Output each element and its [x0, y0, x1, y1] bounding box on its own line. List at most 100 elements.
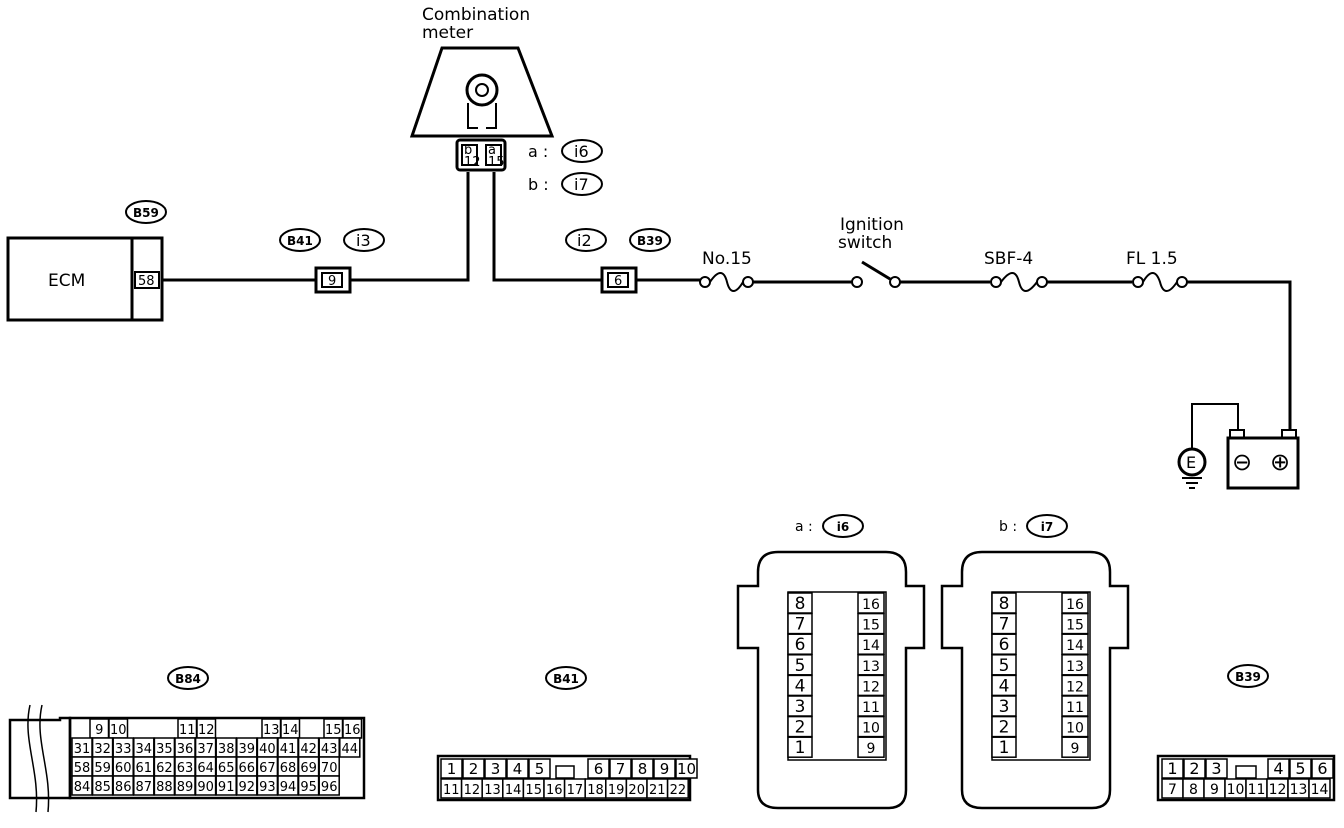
b39-pin-14: 14 — [1311, 782, 1329, 798]
fl-label: FL 1.5 — [1126, 249, 1178, 269]
meter-pin-a: a — [488, 143, 496, 158]
b39-pin-9: 9 — [1210, 782, 1219, 798]
b41-pin-10: 10 — [677, 760, 696, 778]
meter-pin-b: b — [464, 143, 472, 158]
i7-pin-2: 2 — [999, 718, 1010, 738]
i7-pin-6: 6 — [999, 635, 1010, 655]
b84-pin-35: 35 — [156, 742, 173, 757]
meter-pin-a-number: 15 — [488, 155, 505, 170]
b41-i3-connector — [314, 266, 352, 294]
b84-pin-65: 65 — [218, 761, 235, 776]
i7-pin-14: 14 — [1066, 638, 1084, 654]
b41-pin-7-box — [609, 758, 632, 779]
b39-shell — [1156, 754, 1336, 802]
b39-pin-13: 13 — [1290, 782, 1308, 798]
meter-a-connector-id: i6 — [574, 142, 589, 161]
ecm-pin-58: 58 — [138, 274, 155, 289]
i6-pin-1: 1 — [795, 738, 806, 758]
check-engine-lamp-icon — [465, 73, 499, 129]
b84-pin-15: 15 — [325, 723, 342, 738]
b84-pin-93: 93 — [259, 780, 276, 795]
b39-key-notch — [1235, 765, 1257, 779]
b84-pin-42: 42 — [300, 742, 317, 757]
battery-pos-icon: ⊕ — [1270, 448, 1290, 476]
b84-pin-40: 40 — [259, 742, 276, 757]
b84-pin-96: 96 — [321, 780, 338, 795]
b84-pin-69: 69 — [300, 761, 317, 776]
b84-pin-67: 67 — [259, 761, 276, 776]
i7-pin-10: 10 — [1066, 721, 1084, 737]
b84-pin-91: 91 — [218, 780, 235, 795]
b84-pin-16: 16 — [344, 723, 361, 738]
b84-pin-11: 11 — [179, 723, 196, 738]
b84-pin-41: 41 — [280, 742, 297, 757]
i7-shell — [940, 550, 1130, 810]
ecm-pin-box — [134, 271, 160, 289]
ignition-switch-label-line1: Ignition — [840, 215, 904, 235]
b41-pin-13: 13 — [484, 783, 501, 798]
b41-pin-2: 2 — [469, 760, 479, 778]
b84-pin-37: 37 — [197, 742, 214, 757]
i7-pin-3: 3 — [999, 697, 1010, 717]
b84-pin-9: 9 — [95, 723, 103, 738]
i6-pin-3: 3 — [795, 697, 806, 717]
b41-pin-9: 9 — [660, 760, 670, 778]
b84-shell — [68, 716, 366, 800]
b39-pin-2: 2 — [1189, 759, 1199, 778]
b41-badge — [279, 228, 321, 252]
b84-pin-94: 94 — [280, 780, 297, 795]
b84-pin-60: 60 — [115, 761, 132, 776]
combination-meter-body — [409, 46, 555, 138]
b41-pin-5: 5 — [535, 760, 545, 778]
b39-pin-4: 4 — [1273, 759, 1283, 778]
i6-pin-8: 8 — [795, 594, 806, 614]
meter-a-key: a : — [528, 142, 548, 161]
b39-title: B39 — [1235, 670, 1261, 684]
b84-pin-66: 66 — [239, 761, 256, 776]
b41-pin-21: 21 — [649, 783, 666, 798]
i7-pin-12: 12 — [1066, 679, 1084, 695]
i7-pin-8: 8 — [999, 594, 1010, 614]
b84-pin-90: 90 — [197, 780, 214, 795]
i2-b39-pin-box — [607, 272, 629, 288]
b84-pin-64: 64 — [197, 761, 214, 776]
i6-pin-16: 16 — [862, 597, 880, 613]
b84-pin-12: 12 — [198, 723, 215, 738]
i6-pin-11: 11 — [862, 700, 880, 716]
meter-connector: b 12 a 15 — [455, 138, 507, 172]
i7-key: b : — [999, 519, 1017, 535]
i6-pin-4: 4 — [795, 676, 806, 696]
b84-pin-32: 32 — [94, 742, 111, 757]
b84-pin-34: 34 — [136, 742, 153, 757]
b39-pin-6: 6 — [1317, 759, 1327, 778]
b84-pin-14: 14 — [282, 723, 299, 738]
battery-neg-icon: ⊖ — [1232, 448, 1252, 476]
i6-title: i6 — [837, 520, 849, 534]
b39-pin-3: 3 — [1211, 759, 1221, 778]
meter-a-badge — [561, 139, 603, 163]
b84-pin-89: 89 — [177, 780, 194, 795]
b84-pin-63: 63 — [177, 761, 194, 776]
b84-pin-92: 92 — [239, 780, 256, 795]
b39-pin-7: 7 — [1168, 782, 1177, 798]
i7-title: i7 — [1041, 520, 1053, 534]
fuse-no15-icon — [699, 272, 754, 292]
i7-pin-9: 9 — [1071, 741, 1080, 757]
b41-pin-16: 16 — [546, 783, 563, 798]
b41-pin-20: 20 — [628, 783, 645, 798]
i7-pin-1-box — [991, 736, 1017, 758]
b41-pin-10-box — [675, 758, 698, 779]
i6-pin-5: 5 — [795, 656, 806, 676]
i7-pin-1: 1 — [999, 738, 1010, 758]
b41-pin-11: 11 — [443, 783, 460, 798]
b39-pin-10: 10 — [1227, 782, 1245, 798]
i2-badge — [565, 228, 607, 252]
b41-connector-id: B41 — [287, 234, 313, 248]
b41-pin-5-box — [528, 758, 551, 779]
b39-pin-12: 12 — [1269, 782, 1287, 798]
i6-pin-10: 10 — [862, 721, 880, 737]
b41-pin-3: 3 — [491, 760, 501, 778]
